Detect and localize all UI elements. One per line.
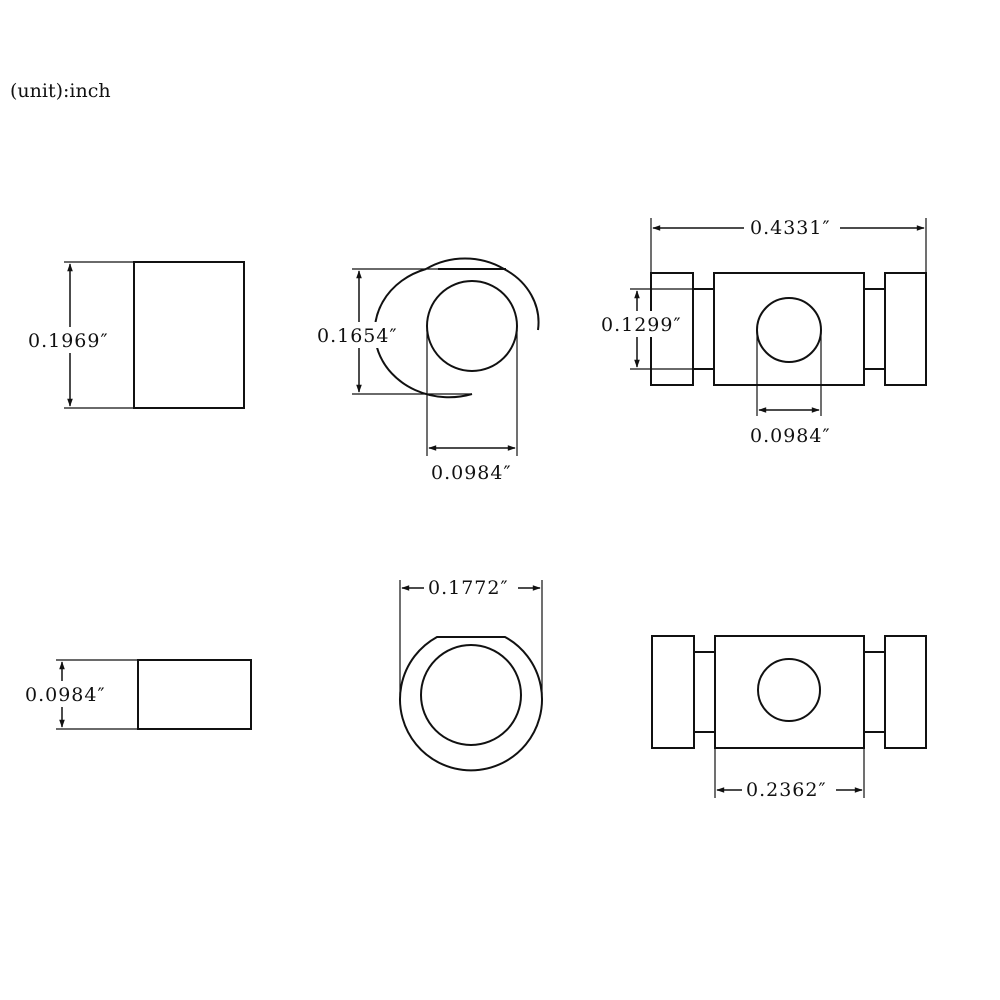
bottom-right-left-cap	[651, 635, 695, 749]
bottom-right-body	[714, 635, 865, 749]
top-right-body	[713, 272, 865, 386]
bottom-right-right-cap	[884, 635, 927, 749]
bottom-mid-hole	[420, 644, 522, 746]
top-right-length-label: 0.4331″	[750, 217, 831, 239]
top-right-hole	[756, 297, 822, 363]
top-right-hole-label: 0.0984″	[750, 425, 831, 447]
bottom-mid-outer	[399, 636, 543, 772]
top-mid-end-view: 0.1654″ 0.0984″	[314, 257, 540, 484]
bottom-right-body-label: 0.2362″	[746, 779, 827, 801]
bottom-mid-width-label: 0.1772″	[428, 577, 509, 599]
top-left-height-label: 0.1969″	[28, 330, 109, 352]
top-mid-hole-label: 0.0984″	[431, 462, 512, 484]
top-right-height-label: 0.1299″	[601, 314, 682, 336]
top-right-right-cap	[884, 272, 927, 386]
bottom-left-body	[137, 659, 252, 730]
bottom-right-hole	[757, 658, 821, 722]
unit-label: (unit):inch	[10, 80, 111, 102]
bottom-right-front-view: 0.2362″	[651, 635, 927, 802]
bottom-left-height-label: 0.0984″	[25, 684, 106, 706]
top-left-body	[133, 261, 245, 409]
bottom-mid-end-view: 0.1772″	[399, 574, 543, 772]
top-left-side-view: 0.1969″	[24, 261, 245, 409]
top-mid-hole	[426, 280, 518, 372]
bottom-left-side-view: 0.0984″	[22, 659, 252, 730]
top-mid-outer-ring	[373, 268, 473, 399]
top-right-front-view: 0.4331″ 0.1299″ 0.0984″	[598, 214, 927, 447]
top-mid-height-label: 0.1654″	[317, 325, 398, 347]
